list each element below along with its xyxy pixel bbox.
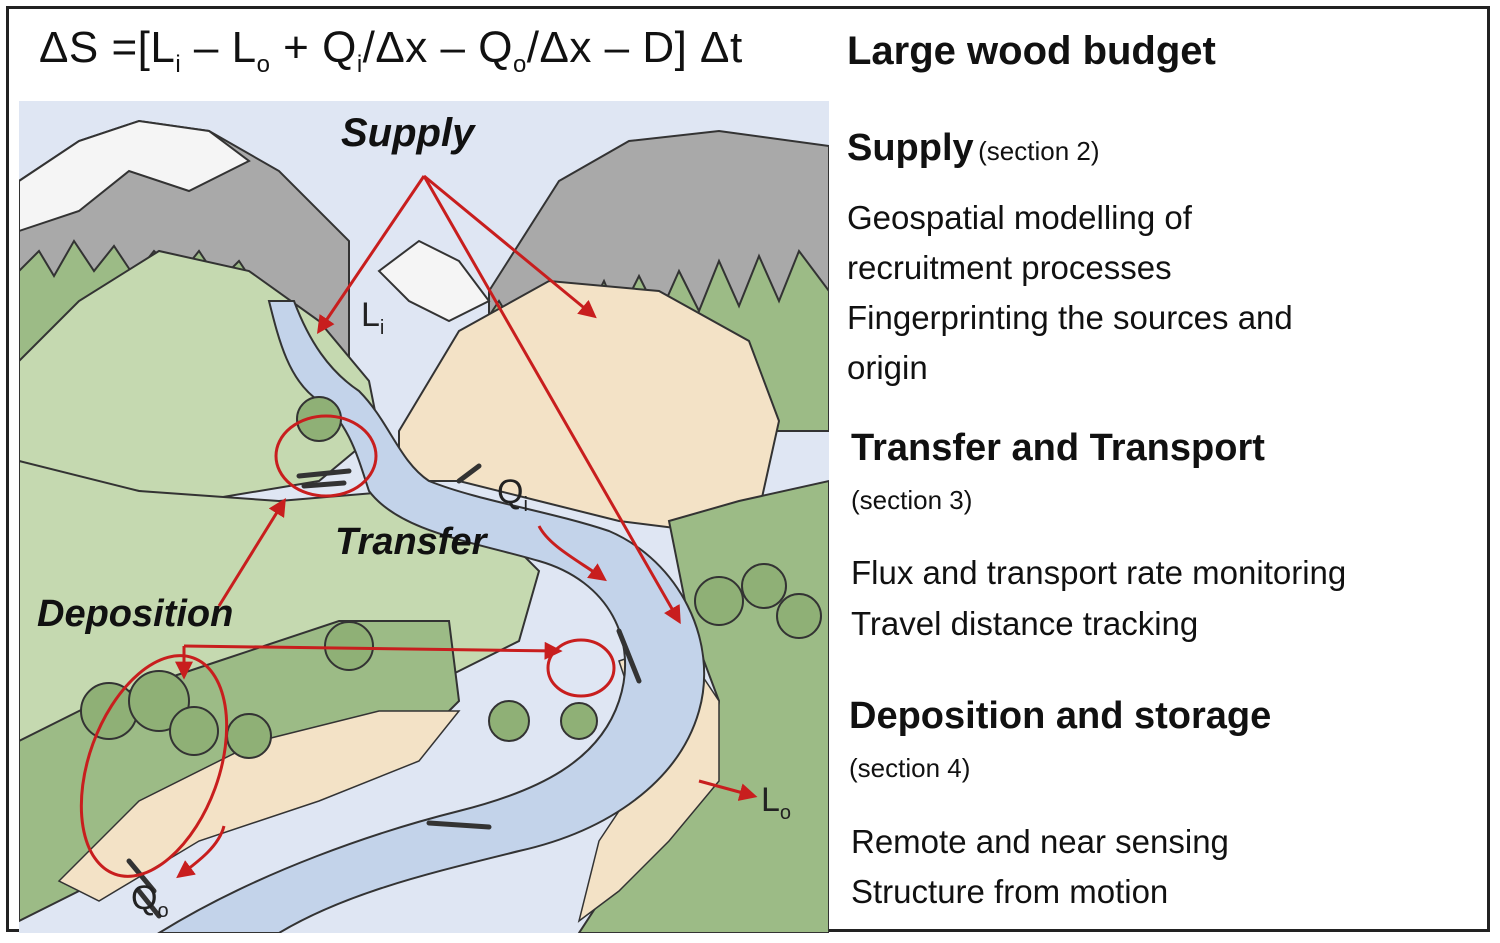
landscape-drawing <box>19 101 829 933</box>
tree-group <box>80 396 822 759</box>
deposition-heading: Deposition and storage <box>849 695 1272 737</box>
highlight-circles <box>79 414 616 878</box>
deposition-label: Deposition <box>37 593 234 635</box>
transfer-label: Transfer <box>335 521 487 563</box>
deposition-line: Structure from motion <box>851 873 1169 910</box>
red-arrows <box>175 174 758 879</box>
river <box>157 300 706 933</box>
river-landscape-illustration: Supply Transfer Deposition Li Qi Lo Qo <box>19 101 829 933</box>
budget-equation: ΔS =[Li – Lo + Qi/Δx – Qo/Δx – D] Δt <box>39 23 743 78</box>
supply-line: Fingerprinting the sources and <box>847 299 1293 336</box>
supply-label: Supply <box>341 111 475 155</box>
supply-line: origin <box>847 349 928 386</box>
budget-text-panel: Large wood budget Supply (section 2) Geo… <box>847 9 1497 939</box>
lo-symbol: Lo <box>761 781 792 824</box>
deposition-section: (section 4) <box>849 753 971 783</box>
transfer-line: Travel distance tracking <box>851 605 1199 642</box>
qi-symbol: Qi <box>497 473 528 516</box>
qo-symbol: Qo <box>131 879 169 922</box>
transfer-section: (section 3) <box>851 485 973 515</box>
figure-frame: ΔS =[Li – Lo + Qi/Δx – Qo/Δx – D] Δt <box>6 6 1490 933</box>
transfer-heading: Transfer and Transport <box>851 427 1265 469</box>
supply-line: recruitment processes <box>847 249 1172 286</box>
deposition-line: Remote and near sensing <box>851 823 1229 860</box>
supply-section: (section 2) <box>978 136 1100 166</box>
panel-title: Large wood budget <box>847 29 1216 73</box>
supply-heading: Supply <box>847 127 974 169</box>
transfer-line: Flux and transport rate monitoring <box>851 554 1347 591</box>
supply-line: Geospatial modelling of <box>847 199 1192 236</box>
wood-logs <box>126 463 642 919</box>
supply-heading-row: Supply (section 2) <box>847 127 1100 170</box>
snow-cap <box>19 119 251 233</box>
li-symbol: Li <box>361 296 385 339</box>
snow-mid <box>377 239 491 323</box>
